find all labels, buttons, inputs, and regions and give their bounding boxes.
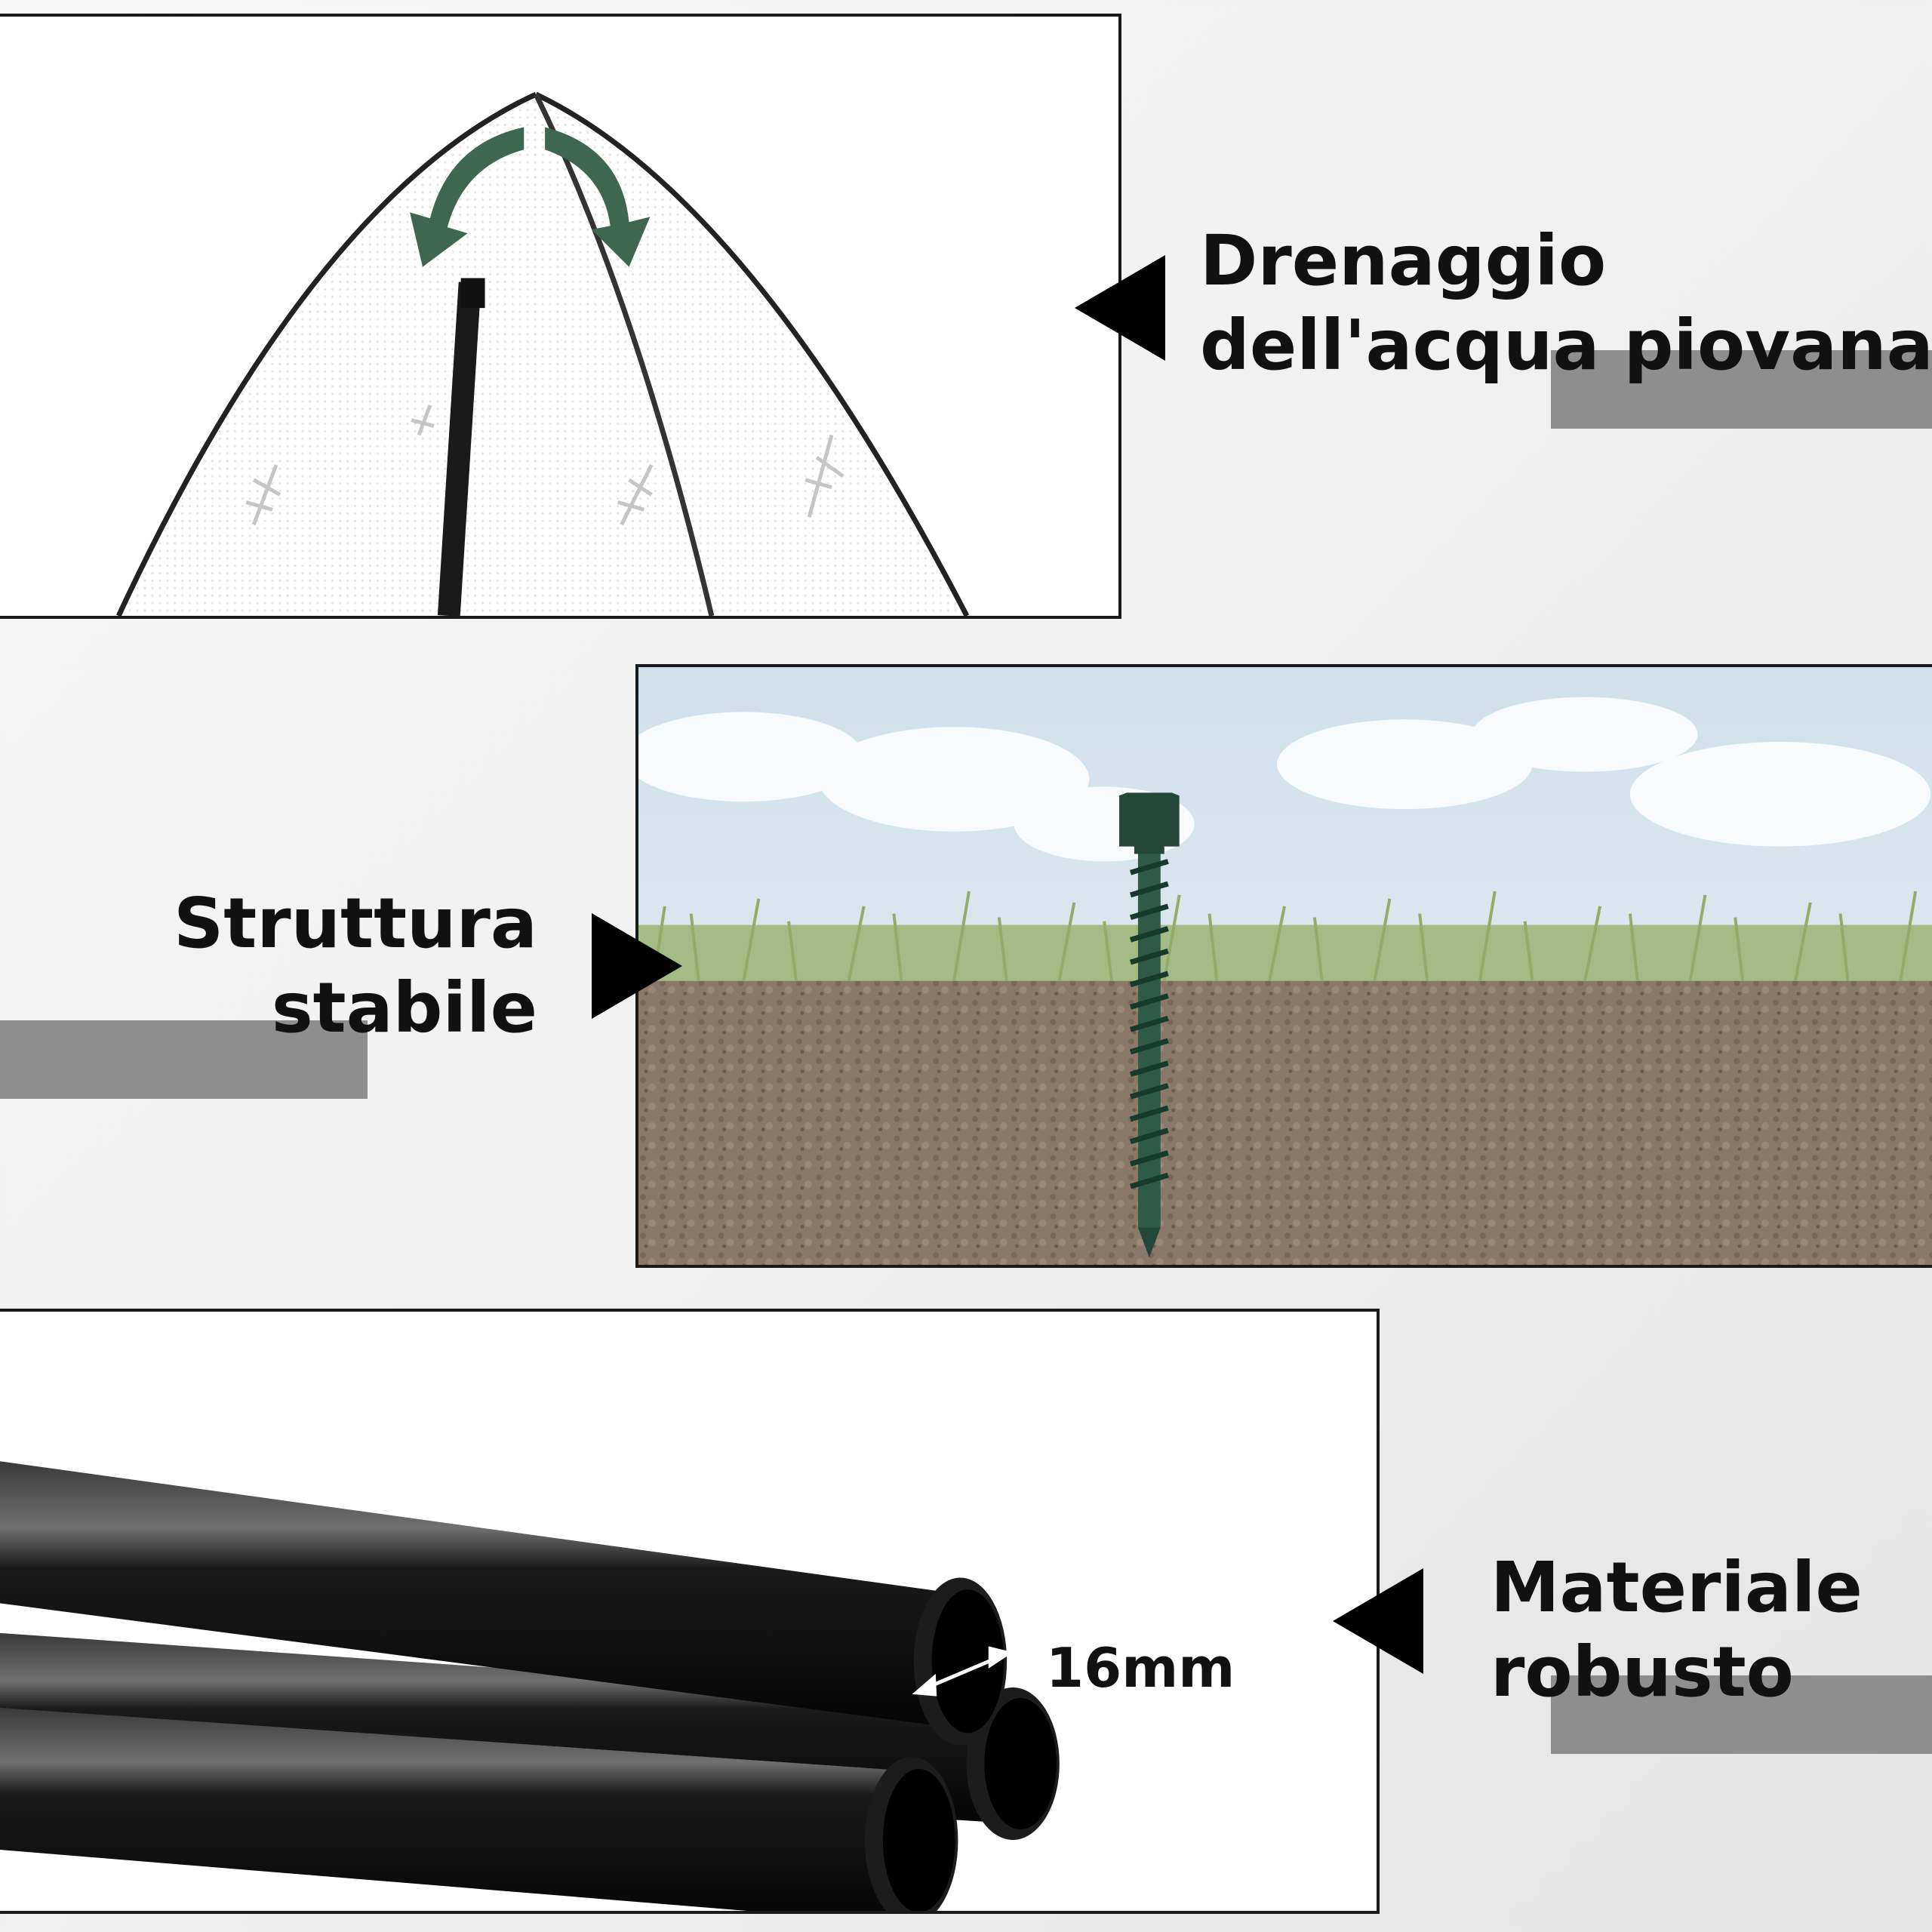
pipe-diameter-label: 16mm <box>1046 1636 1235 1700</box>
pipe-diameter-arrow-icon <box>912 1646 1014 1697</box>
material-label-line-1: Materiale <box>1491 1547 1863 1628</box>
material-label-line-2: robusto <box>1491 1632 1794 1713</box>
drainage-accent-bar <box>1551 350 1932 429</box>
rain-drainage-arrows-icon <box>410 127 651 267</box>
structure-pointer-icon <box>592 913 682 1019</box>
structure-label-line-1: Struttura <box>173 883 537 964</box>
material-pointer-icon <box>1333 1568 1423 1674</box>
structure-accent-bar <box>0 1020 368 1099</box>
ground-stake-icon <box>1119 792 1180 1258</box>
material-image-panel: 16mm <box>0 1309 1380 1914</box>
drainage-label-line-1: Drenaggio <box>1200 220 1607 301</box>
structure-label-line-2: stabile <box>271 968 537 1049</box>
material-feature-label: Materiale robusto <box>1491 1546 1863 1715</box>
greenhouse-roof-image <box>115 91 970 616</box>
drainage-image-panel <box>0 14 1121 619</box>
structure-image-panel <box>635 664 1932 1268</box>
drainage-label-line-2: dell'acqua piovana <box>1200 305 1932 386</box>
steel-pipes-image <box>0 1461 1060 1911</box>
material-accent-bar <box>1551 1675 1932 1754</box>
ground-stake-image <box>638 667 1932 1265</box>
drainage-pointer-icon <box>1075 255 1165 361</box>
structure-feature-label: Struttura stabile <box>174 881 537 1051</box>
drainage-feature-label: Drenaggio dell'acqua piovana <box>1200 219 1932 388</box>
